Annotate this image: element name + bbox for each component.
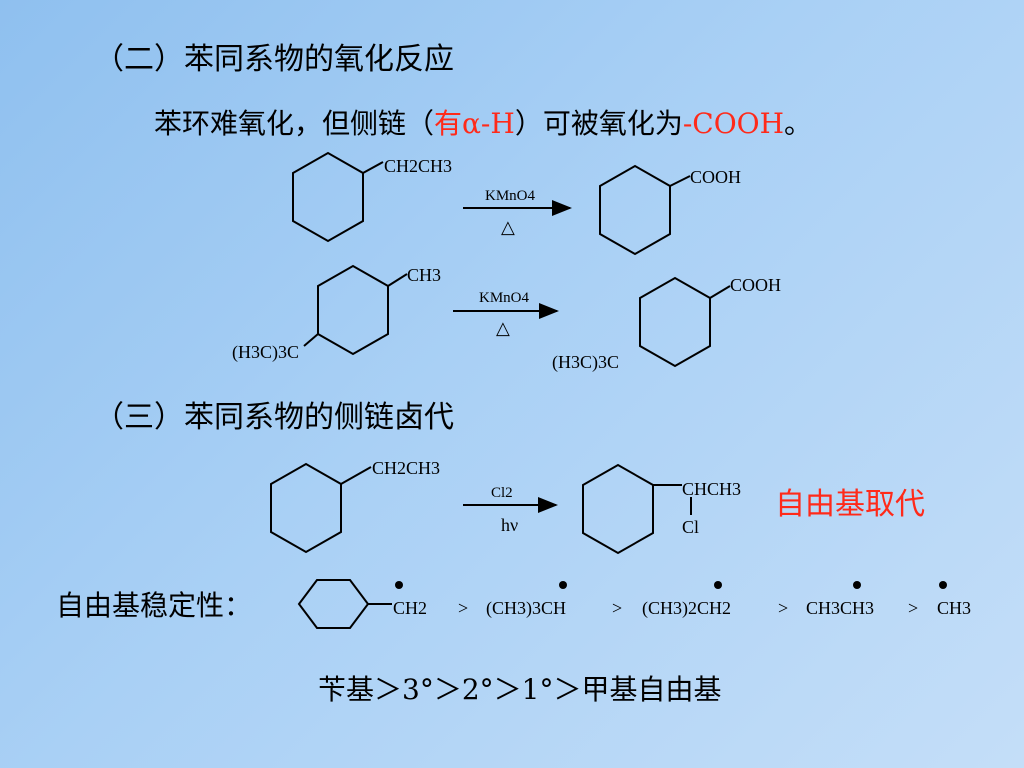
r2-product-group: COOH <box>730 275 781 295</box>
radical-substitution-note: 自由基取代 <box>775 487 925 522</box>
r1-condition: △ <box>501 217 515 237</box>
svg-text:>: > <box>778 598 788 618</box>
r3-reagent: Cl2 <box>491 485 513 501</box>
stability-label: 自由基稳定性： <box>56 589 253 622</box>
svg-text:(CH3)3CH: (CH3)3CH <box>486 598 566 619</box>
svg-text:CH3: CH3 <box>937 598 971 618</box>
svg-text:>: > <box>612 598 622 618</box>
benzene-ring <box>639 276 711 368</box>
benzene-ring <box>292 151 364 243</box>
r1-substrate-group: CH2CH3 <box>384 156 452 176</box>
r1-reagent: KMnO4 <box>485 188 536 204</box>
section3-title: （三）苯同系物的侧链卤代 <box>94 400 454 435</box>
benzene-ring <box>599 164 671 256</box>
r2-product-left: (H3C)3C <box>552 352 619 373</box>
r2-condition: △ <box>496 318 510 338</box>
r3-condition: hν <box>501 515 518 535</box>
benzene-ring <box>317 264 389 356</box>
r2-reagent: KMnO4 <box>479 290 530 306</box>
benzene-ring <box>582 463 654 555</box>
svg-text:CH3CH3: CH3CH3 <box>806 598 874 618</box>
svg-text:(CH3)2CH2: (CH3)2CH2 <box>642 598 731 619</box>
benzene-ring <box>270 462 342 554</box>
svg-text:>: > <box>458 598 468 618</box>
r1-product-group: COOH <box>690 167 741 187</box>
svg-text:CH2: CH2 <box>393 598 427 618</box>
r3-product-bottom: Cl <box>682 517 699 537</box>
section2-title: （二）苯同系物的氧化反应 <box>94 42 454 77</box>
benzene-ring <box>297 579 370 629</box>
r2-substrate-left: (H3C)3C <box>232 342 299 363</box>
r3-substrate-group: CH2CH3 <box>372 458 440 478</box>
stability-series: CH2 > (CH3)3CH > (CH3)2CH2 > CH3CH3 > CH… <box>393 598 971 619</box>
stability-order: 苄基＞3°＞2°＞1°＞甲基自由基 <box>318 673 722 706</box>
r3-product-top: CHCH3 <box>682 479 741 499</box>
oxidation-note: 苯环难氧化，但侧链（有α-H）可被氧化为-COOH。 <box>154 107 813 140</box>
r2-substrate-top: CH3 <box>407 265 441 285</box>
svg-text:>: > <box>908 598 918 618</box>
